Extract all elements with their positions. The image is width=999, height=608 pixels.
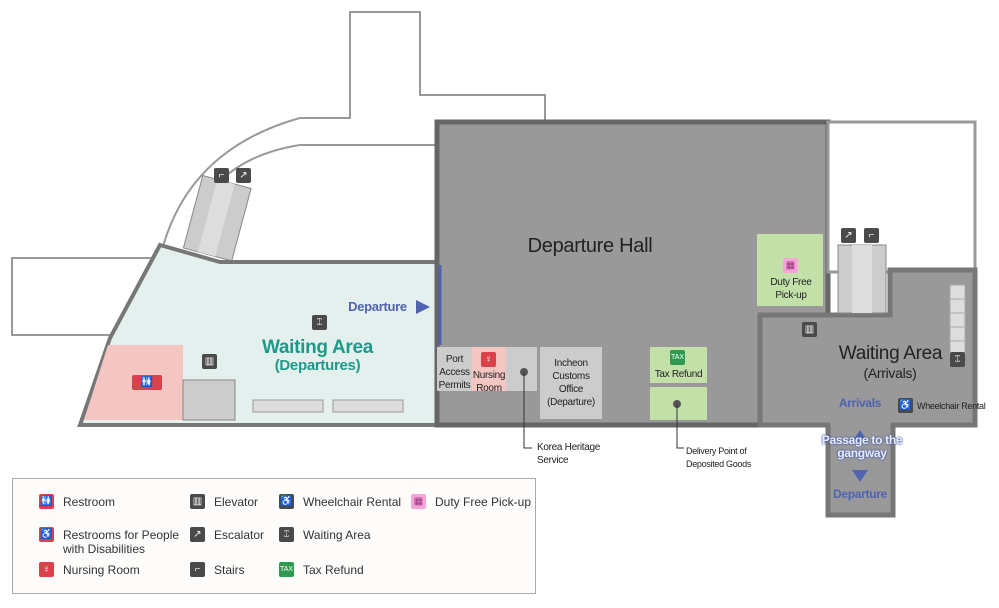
gift-icon: ▦ bbox=[783, 258, 798, 273]
escalator-left bbox=[182, 174, 252, 262]
tax-refund[interactable]: Tax Refund bbox=[654, 369, 703, 380]
stairs-icon: ⌐ bbox=[864, 228, 879, 243]
wheelchair-icon: ♿ bbox=[279, 494, 294, 509]
elevator-icon: ▥ bbox=[802, 322, 817, 337]
waiting-area-departures-title: Waiting Area bbox=[261, 337, 374, 358]
elevator-icon: ▥ bbox=[190, 494, 205, 509]
elevator-icon: ▥ bbox=[202, 354, 217, 369]
escalator-icon: ↗ bbox=[236, 168, 251, 183]
escalator-icon: ↗ bbox=[841, 228, 856, 243]
korea-heritage-service: Korea Heritage Service bbox=[537, 442, 601, 466]
departure-direction: Departure bbox=[348, 299, 407, 314]
waiting-area-icon: ⑄ bbox=[279, 527, 294, 542]
departure-hall-label: Departure Hall bbox=[527, 235, 653, 257]
nursing-room-icon: ♀ bbox=[481, 352, 496, 367]
accessible-restroom-icon: ♿ bbox=[39, 527, 54, 542]
customs-office[interactable]: Incheon Customs Office (Departure) bbox=[547, 358, 595, 408]
tax-refund-icon: TAX bbox=[279, 562, 294, 577]
delivery-point: Delivery Point of Deposited Goods bbox=[686, 446, 752, 469]
duty-free-pickup[interactable]: Duty Free Pick-up bbox=[770, 277, 812, 301]
waiting-area-icon: ⑄ bbox=[312, 315, 327, 330]
waiting-area-arrivals-sub: (Arrivals) bbox=[863, 365, 917, 381]
arrivals-direction: Arrivals bbox=[838, 396, 882, 410]
port-access-permits[interactable]: Port Access Permits bbox=[438, 354, 471, 391]
tax-refund-icon: TAX bbox=[670, 350, 685, 365]
stairs-icon: ⌐ bbox=[214, 168, 229, 183]
wheelchair-rental-label: Wheelchair Rental bbox=[917, 401, 986, 411]
wheelchair-icon: ♿ bbox=[898, 398, 913, 413]
waiting-area-arrivals-title: Waiting Area bbox=[838, 343, 943, 364]
legend: 🚻Restroom ▥Elevator ♿Wheelchair Rental ▦… bbox=[12, 478, 536, 594]
nursing-room[interactable]: Nursing Room bbox=[472, 370, 506, 394]
passage-to-gangway: Passage to the gangway bbox=[821, 433, 903, 460]
restroom-icon: 🚻 bbox=[132, 375, 162, 390]
waiting-area-departures-sub: (Departures) bbox=[274, 357, 361, 374]
passage-departure: Departure bbox=[833, 487, 887, 501]
nursing-room-icon: ♀ bbox=[39, 562, 54, 577]
stairs-icon: ⌐ bbox=[190, 562, 205, 577]
waiting-area-icon: ⑄ bbox=[950, 352, 965, 367]
gift-icon: ▦ bbox=[411, 494, 426, 509]
escalator-icon: ↗ bbox=[190, 527, 205, 542]
restroom-icon: 🚻 bbox=[39, 494, 54, 509]
